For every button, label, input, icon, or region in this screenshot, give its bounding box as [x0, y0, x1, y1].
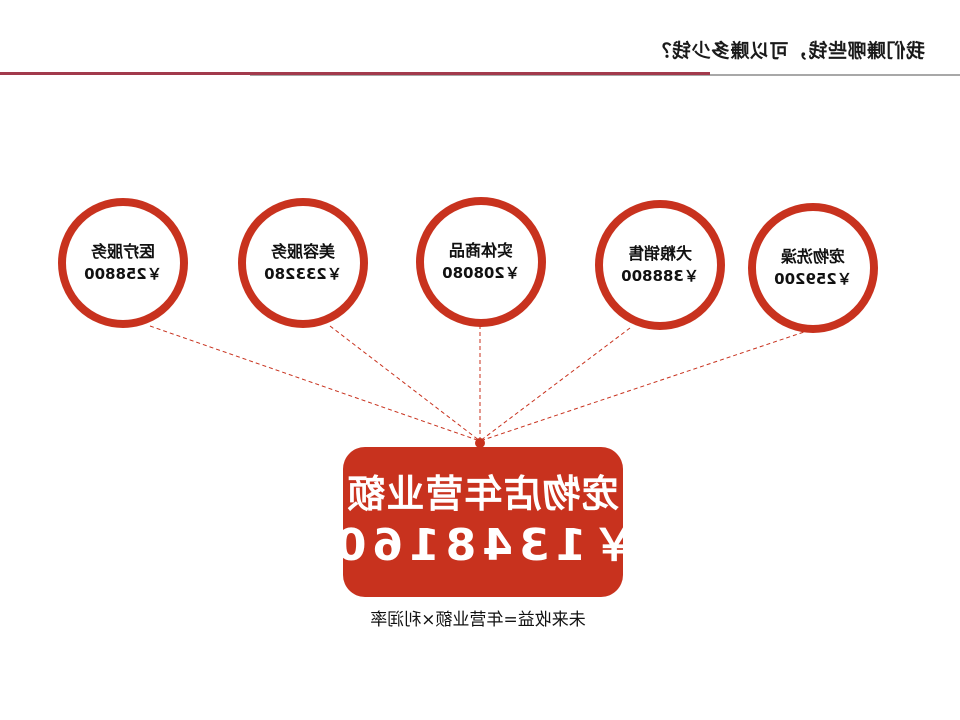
revenue-circle-physical-goods: 实体商品 ￥208080 — [416, 197, 546, 327]
revenue-name: 实体商品 — [449, 240, 514, 260]
connector-line-dog-food — [479, 327, 631, 442]
annual-revenue-amount: ￥1348160 — [329, 519, 637, 571]
annual-revenue-box: 宠物店年营业额 ￥1348160 — [330, 447, 636, 597]
revenue-circle-pet-bath: 宠物洗澡 ￥259200 — [748, 203, 878, 333]
revenue-circle-medical: 医疗服务 ￥258800 — [58, 198, 188, 328]
revenue-value: ￥208080 — [442, 263, 520, 282]
connector-line-pet-bath — [479, 329, 811, 442]
connector-hub-dot — [475, 438, 485, 448]
revenue-name: 美容服务 — [271, 241, 336, 261]
revenue-circle-dog-food: 犬粮销售 ￥388800 — [595, 200, 725, 330]
formula-caption: 未来收益=年营业额×利润率 — [370, 610, 586, 630]
revenue-value: ￥258800 — [84, 264, 162, 283]
revenue-name: 医疗服务 — [91, 241, 156, 261]
connector-line-medical — [149, 325, 481, 442]
revenue-value: ￥259200 — [774, 269, 852, 288]
revenue-value: ￥388800 — [621, 266, 699, 285]
revenue-name: 宠物洗澡 — [781, 246, 846, 266]
revenue-circle-grooming: 美容服务 ￥233280 — [238, 198, 368, 328]
revenue-name: 犬粮销售 — [628, 243, 693, 263]
connector-line-grooming — [329, 325, 481, 442]
annual-revenue-label: 宠物店年营业额 — [346, 471, 620, 516]
revenue-value: ￥233280 — [264, 264, 342, 283]
